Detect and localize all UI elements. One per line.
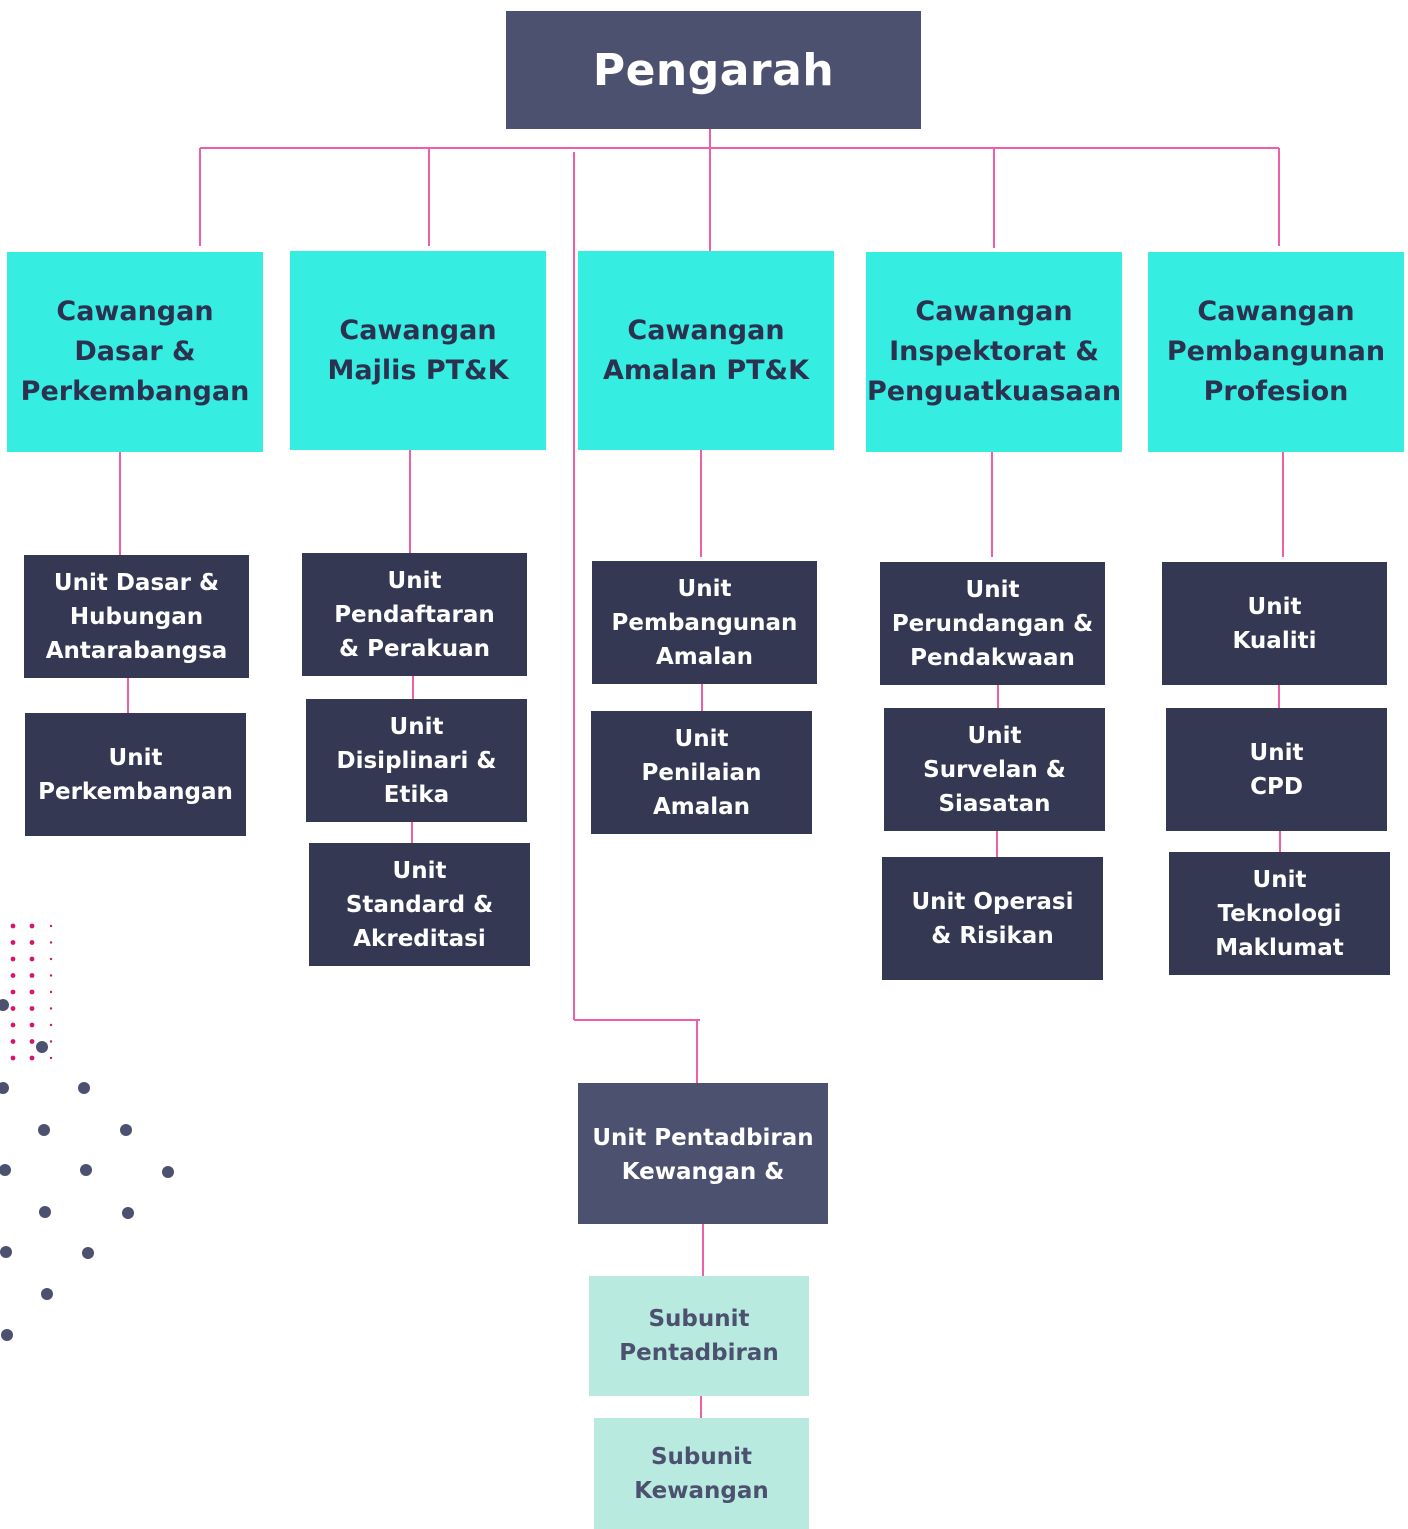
decorative-dot <box>10 923 16 929</box>
unit-label: Unit Disiplinari & Etika <box>336 713 497 808</box>
decorative-dot <box>10 940 16 945</box>
pengarah-label: Pengarah <box>592 44 835 96</box>
decorative-dot <box>49 974 53 977</box>
decorative-dot <box>10 973 16 978</box>
unit-label: Unit Pendaftaran & Perakuan <box>334 567 495 662</box>
decorative-dot <box>10 989 16 995</box>
decorative-dot <box>122 1207 134 1219</box>
decorative-dot <box>49 941 53 944</box>
subunit-kewangan: Subunit Kewangan <box>594 1418 809 1529</box>
unit-label: Unit Standard & Akreditasi <box>345 857 494 952</box>
decorative-dot <box>49 1023 53 1027</box>
branch-majlis: Cawangan Majlis PT&K <box>290 251 546 450</box>
unit-label: Unit Perundangan & Pendakwaan <box>891 576 1094 671</box>
unit-survelan: Unit Survelan & Siasatan <box>884 708 1105 831</box>
unit-perundangan: Unit Perundangan & Pendakwaan <box>880 562 1105 685</box>
decorative-dot <box>10 1022 16 1028</box>
branch-label: Cawangan Majlis PT&K <box>327 314 509 386</box>
unit-kualiti: Unit Kualiti <box>1162 562 1387 685</box>
decorative-dot <box>29 989 35 995</box>
decorative-dot <box>29 1006 35 1011</box>
decorative-dot <box>10 1055 16 1061</box>
decorative-dot <box>49 1040 53 1043</box>
decorative-dot <box>49 990 53 994</box>
decorative-dot <box>0 999 9 1011</box>
unit-operasi: Unit Operasi & Risikan <box>882 857 1103 980</box>
decorative-dot <box>82 1247 94 1259</box>
decorative-dot <box>0 1082 9 1094</box>
subunit-pentadbiran: Subunit Pentadbiran <box>589 1276 809 1396</box>
decorative-dot <box>1 1329 13 1341</box>
decorative-dot <box>10 1006 16 1011</box>
decorative-dot <box>38 1124 50 1136</box>
unit-cpd: Unit CPD <box>1166 708 1387 831</box>
decorative-dot <box>36 1041 48 1053</box>
branch-label: Cawangan Pembangunan Profesion <box>1166 296 1386 407</box>
branch-label: Cawangan Inspektorat & Penguatkuasaan <box>866 296 1122 407</box>
decorative-dot <box>49 957 53 961</box>
decorative-dot <box>0 1246 12 1258</box>
decorative-dot <box>162 1166 174 1178</box>
unit-label: Unit Teknologi Maklumat <box>1215 866 1344 961</box>
decorative-dot-grid-navy <box>0 999 174 1341</box>
decorative-dot <box>120 1124 132 1136</box>
decorative-dot <box>29 956 35 962</box>
unit-label: Unit Kualiti <box>1232 593 1317 654</box>
branch-label: Cawangan Dasar & Perkembangan <box>20 296 250 407</box>
unit-pendaftaran: Unit Pendaftaran & Perakuan <box>302 553 527 676</box>
unit-label: Unit Pentadbiran Kewangan & <box>592 1125 814 1185</box>
decorative-dot <box>10 956 16 962</box>
unit-label: Unit CPD <box>1249 739 1304 800</box>
decorative-dot <box>29 1055 35 1061</box>
branch-dasar-perkembangan: Cawangan Dasar & Perkembangan <box>7 252 263 452</box>
unit-label: Unit Dasar & Hubungan Antarabangsa <box>45 569 228 664</box>
decorative-dot <box>0 1164 11 1176</box>
decorative-dot <box>78 1082 90 1094</box>
decorative-dot <box>39 1206 51 1218</box>
decorative-dot <box>49 1007 53 1010</box>
decorative-dot <box>49 1056 53 1060</box>
decorative-dot <box>29 1039 35 1044</box>
branch-amalan: Cawangan Amalan PT&K <box>578 251 834 450</box>
unit-pentadbiran-kewangan: Unit Pentadbiran Kewangan & <box>578 1083 828 1224</box>
unit-label: Unit Pembangunan Amalan <box>611 575 798 670</box>
branch-inspektorat: Cawangan Inspektorat & Penguatkuasaan <box>866 252 1122 452</box>
unit-pembangunan-amalan: Unit Pembangunan Amalan <box>592 561 817 684</box>
unit-standard: Unit Standard & Akreditasi <box>309 843 530 966</box>
pengarah-box: Pengarah <box>506 11 921 129</box>
unit-label: Unit Operasi & Risikan <box>911 888 1074 949</box>
unit-teknologi-maklumat: Unit Teknologi Maklumat <box>1169 852 1390 975</box>
subunit-label: Subunit Kewangan <box>634 1443 769 1504</box>
decorative-dot <box>29 940 35 945</box>
decorative-dot-grid-pink <box>10 923 53 1061</box>
unit-penilaian-amalan: Unit Penilaian Amalan <box>591 711 812 834</box>
unit-disiplinari: Unit Disiplinari & Etika <box>306 699 527 822</box>
unit-dasar-hubungan: Unit Dasar & Hubungan Antarabangsa <box>24 555 249 678</box>
decorative-dot <box>41 1288 53 1300</box>
decorative-dot <box>80 1164 92 1176</box>
unit-label: Unit Survelan & Siasatan <box>923 722 1066 817</box>
branch-label: Cawangan Amalan PT&K <box>602 314 810 386</box>
decorative-dot <box>10 1039 16 1044</box>
unit-label: Unit Perkembangan <box>38 744 233 805</box>
decorative-dot <box>29 973 35 978</box>
subunit-label: Subunit Pentadbiran <box>619 1306 779 1366</box>
decorative-dot <box>29 923 35 929</box>
decorative-dot <box>29 1022 35 1028</box>
unit-perkembangan: Unit Perkembangan <box>25 713 246 836</box>
branch-pembangunan-profesion: Cawangan Pembangunan Profesion <box>1148 252 1404 452</box>
unit-label: Unit Penilaian Amalan <box>641 725 762 820</box>
decorative-dot <box>49 924 53 928</box>
